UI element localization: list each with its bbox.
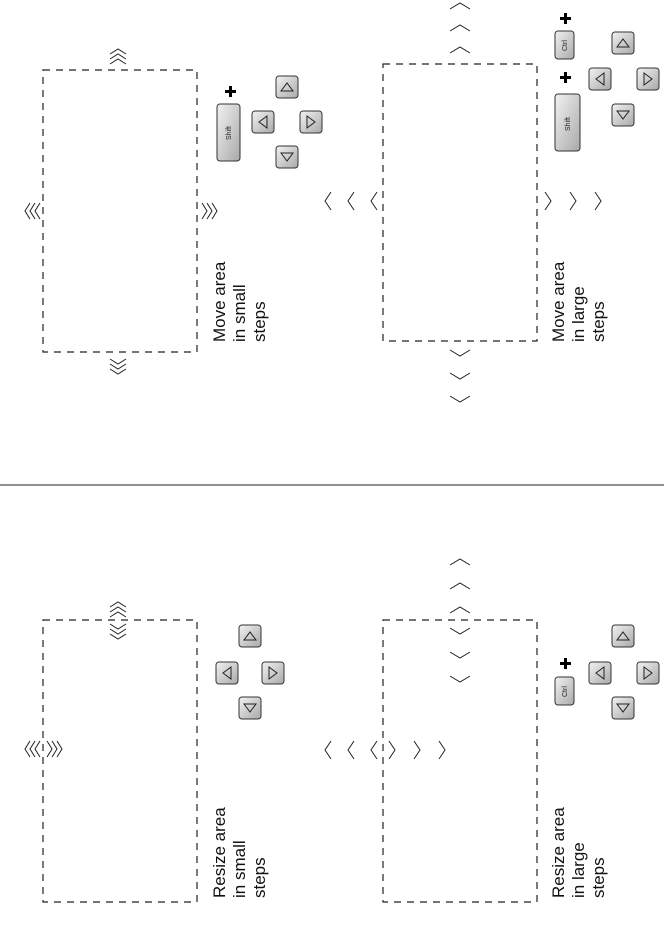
arrow-up-key-icon [611, 624, 635, 648]
panel-label: Resize area in large steps [549, 803, 608, 898]
chevron-down-icon [449, 349, 471, 403]
area-outline [382, 63, 538, 342]
ctrl-key: Ctrl [554, 30, 575, 60]
arrow-down-key-icon [275, 145, 299, 169]
area-outline [382, 619, 538, 903]
label-line-1: Move area [549, 261, 568, 342]
arrow-right-key-icon [636, 661, 660, 685]
plus-icon [225, 86, 236, 97]
chevron-left-icon [324, 740, 378, 760]
arrow-up-key-icon [238, 624, 262, 648]
panel-label: Move area in large steps [549, 257, 608, 342]
arrow-right-key-icon [636, 67, 660, 91]
chevron-left-icon [324, 191, 378, 211]
ctrl-key: Ctrl [554, 676, 575, 706]
chevron-right-icon [544, 191, 602, 211]
label-line-2: in large [569, 286, 588, 342]
panel-move-large: Ctrl Shift Move area in large steps [324, 2, 660, 403]
panel-move-small: Shift Move area in small steps [24, 48, 323, 375]
chevron-up-icon [109, 601, 127, 618]
area-outline [42, 619, 198, 903]
shift-key-label: Shift [565, 117, 572, 131]
plus-icon [560, 13, 571, 24]
ctrl-key-label: Ctrl [562, 40, 569, 51]
shift-key: Shift [216, 103, 241, 162]
chevron-left-icon [24, 740, 41, 758]
label-line-2: in small [230, 840, 249, 898]
label-line-3: steps [250, 301, 269, 342]
label-line-1: Resize area [549, 807, 568, 898]
chevron-right-icon [388, 740, 446, 760]
panel-label: Move area in small steps [210, 257, 269, 342]
panel-resize-small: Resize area in small steps [24, 601, 285, 903]
arrow-right-key-icon [299, 110, 323, 134]
arrow-up-key-icon [275, 75, 299, 99]
arrow-left-key-icon [251, 110, 275, 134]
arrow-left-key-icon [215, 661, 239, 685]
label-line-1: Resize area [210, 807, 229, 898]
label-line-2: in small [230, 284, 249, 342]
label-line-2: in large [569, 842, 588, 898]
label-line-3: steps [589, 857, 608, 898]
chevron-left-icon [24, 202, 41, 220]
chevron-down-icon [109, 623, 127, 640]
ctrl-key-label: Ctrl [562, 686, 569, 697]
arrow-left-key-icon [588, 661, 612, 685]
arrow-right-key-icon [261, 661, 285, 685]
arrow-left-key-icon [588, 67, 612, 91]
plus-icon [560, 72, 571, 83]
arrow-down-key-icon [611, 696, 635, 720]
label-line-1: Move area [210, 261, 229, 342]
chevron-down-icon [449, 627, 471, 683]
shift-key-label: Shift [226, 126, 233, 140]
arrow-down-key-icon [611, 103, 635, 127]
chevron-up-icon [109, 48, 127, 65]
panel-label: Resize area in small steps [210, 803, 269, 898]
arrow-down-key-icon [238, 696, 262, 720]
arrow-up-key-icon [611, 31, 635, 55]
shift-key: Shift [554, 93, 581, 152]
chevron-up-icon [449, 2, 471, 54]
chevron-down-icon [109, 358, 127, 375]
chevron-up-icon [449, 558, 471, 614]
label-line-3: steps [589, 301, 608, 342]
chevron-right-icon [46, 740, 63, 758]
plus-icon [560, 658, 571, 669]
label-line-3: steps [250, 857, 269, 898]
panel-resize-large: Ctrl Resize area in large steps [324, 558, 660, 903]
chevron-right-icon [201, 202, 218, 220]
area-outline [42, 69, 198, 353]
